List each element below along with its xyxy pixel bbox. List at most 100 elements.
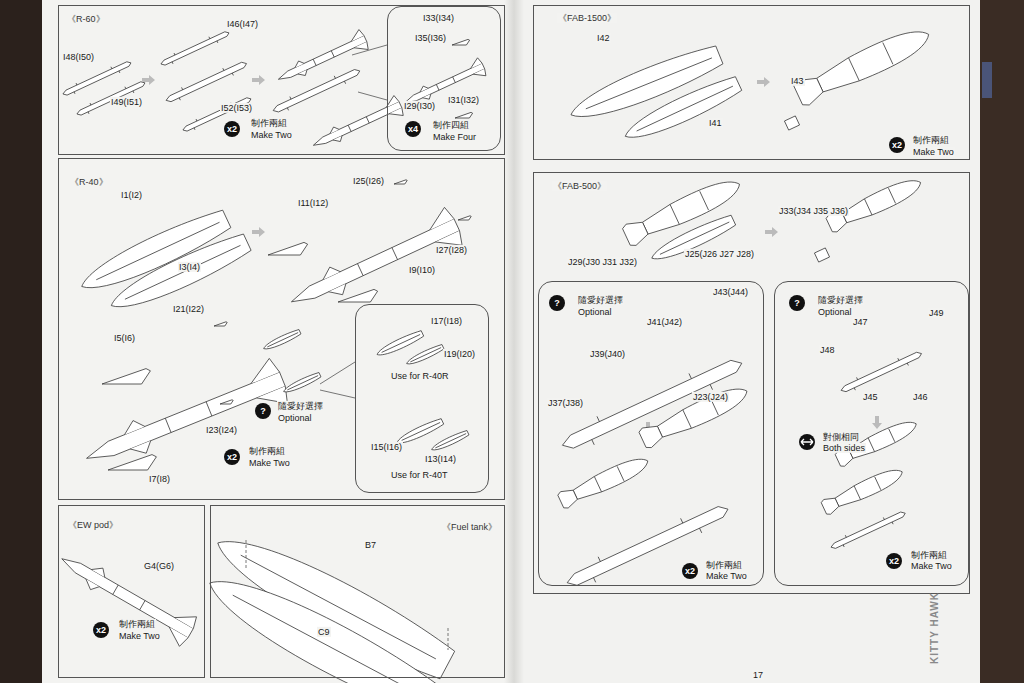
fin-part: [394, 180, 407, 184]
callout-number: J41(J42): [646, 317, 683, 327]
badge-icon: ?: [255, 403, 271, 419]
seeker-head: [405, 343, 444, 367]
missile-drawing: [78, 357, 292, 481]
callout-number: I35(I36): [414, 33, 447, 43]
panel-text: 隨愛好選擇: [817, 295, 864, 305]
wing-part: [102, 369, 150, 384]
step-panel: 《Fuel tank》: [210, 505, 505, 678]
step-arrow: [252, 75, 265, 85]
step-arrow: [765, 227, 778, 237]
next-sheet: [980, 0, 1024, 683]
bomb-drawing: [792, 22, 934, 108]
step-arrow: [872, 416, 882, 429]
badge-icon: x2: [886, 553, 902, 569]
callout-number: I52(I53): [220, 103, 253, 113]
missile-drawing: [309, 95, 405, 156]
callout-number: J39(J40): [589, 349, 626, 359]
callout-number: J45: [862, 392, 879, 402]
step-panel: 《FAB-1500》: [533, 5, 970, 160]
bomb-half: [620, 73, 743, 147]
callout-line: [320, 362, 355, 398]
missile-drawing: [274, 29, 370, 90]
step-arrow: [142, 75, 155, 85]
panel-title: 《FAB-1500》: [557, 13, 617, 23]
fin-part: [452, 39, 470, 45]
callout-number: J23(J24): [692, 392, 729, 402]
launcher-rail: [271, 65, 362, 116]
callout-number: I3(I4): [178, 262, 201, 272]
rail-part: [159, 28, 231, 68]
panel-title: 《EW pod》: [67, 520, 119, 530]
missile-half: [105, 229, 253, 318]
callout-number: 制作兩組: [912, 135, 950, 145]
callout-number: J29(J30 J31 J32): [567, 257, 638, 267]
callout-number: I1(I2): [120, 190, 143, 200]
right-page: [514, 0, 980, 683]
both-sides-arrow: [801, 439, 813, 445]
step-arrow: [252, 227, 265, 237]
seeker-head: [430, 429, 469, 453]
badge-icon: x2: [889, 137, 905, 153]
bomb-half: [565, 41, 725, 129]
fin-part: [214, 322, 227, 326]
callout-number: J25(J26 J27 J28): [684, 249, 755, 259]
rail-part: [164, 58, 249, 105]
callout-number: I49(I51): [110, 97, 143, 107]
callout-number: I25(I26): [352, 176, 385, 186]
panel-title: 《R-60》: [66, 14, 106, 24]
step-panel: 《EW pod》: [58, 505, 205, 678]
step-arrow: [757, 77, 770, 87]
pylon-drawing: [839, 348, 924, 395]
panel-text: Optional: [577, 307, 613, 317]
callout-number: I33(I34): [422, 13, 455, 23]
badge-icon: x2: [224, 121, 240, 137]
callout-number: I46(I47): [226, 19, 259, 29]
callout-number: J49: [928, 308, 945, 318]
badge-icon: x4: [405, 121, 421, 137]
callout-number: 制作兩組: [248, 446, 286, 456]
badge-icon: x2: [93, 622, 109, 638]
fin-part: [458, 216, 471, 220]
panel-text: 制作四組: [432, 120, 470, 130]
bomb-drawing: [638, 381, 752, 449]
callout-number: I15(I16): [370, 442, 403, 452]
badge-icon: x2: [224, 449, 240, 465]
callout-number: 17: [752, 670, 764, 680]
panel-title: 《R-40》: [69, 177, 109, 187]
callout-number: I42: [596, 33, 611, 43]
callout-number: I27(I28): [435, 245, 468, 255]
callout-number: Make Two: [248, 458, 291, 468]
callout-number: 制作兩組: [250, 118, 288, 128]
step-panel: 《FAB-500》隨愛好選擇Optional隨愛好選擇Optional: [533, 172, 970, 594]
callout-number: Make Two: [912, 147, 955, 157]
wing-part: [108, 455, 156, 470]
tail-part: [784, 116, 799, 130]
callout-number: J47: [852, 317, 869, 327]
callout-number: 制作兩組: [910, 550, 948, 560]
callout-number: I21(I22): [172, 304, 205, 314]
callout-number: 制作兩組: [118, 619, 156, 629]
rail-part: [181, 94, 253, 134]
watermark: KITTY HAWK: [929, 591, 941, 665]
callout-number: I48(I50): [62, 52, 95, 62]
callout-number: I29(I30): [403, 101, 436, 111]
callout-number: I5(I6): [113, 333, 136, 343]
panel-text: Use for R-40T: [390, 470, 449, 480]
callout-number: I11(I12): [297, 198, 329, 208]
badge-icon: ?: [789, 295, 805, 311]
fuel-tank-half: [198, 561, 450, 683]
callout-number: I43: [790, 76, 805, 86]
both-sides-icon: [799, 434, 815, 450]
ew-pod-drawing: [53, 544, 199, 648]
callout-number: J43(J44): [712, 287, 749, 297]
badge-icon: x2: [682, 563, 698, 579]
callout-number: I17(I18): [430, 316, 463, 326]
panel-title: 《Fuel tank》: [441, 522, 498, 532]
callout-number: Both sides: [822, 443, 866, 453]
callout-number: I23(I24): [205, 425, 238, 435]
callout-number: Make Two: [250, 130, 293, 140]
callout-number: 對側相同: [822, 432, 860, 442]
